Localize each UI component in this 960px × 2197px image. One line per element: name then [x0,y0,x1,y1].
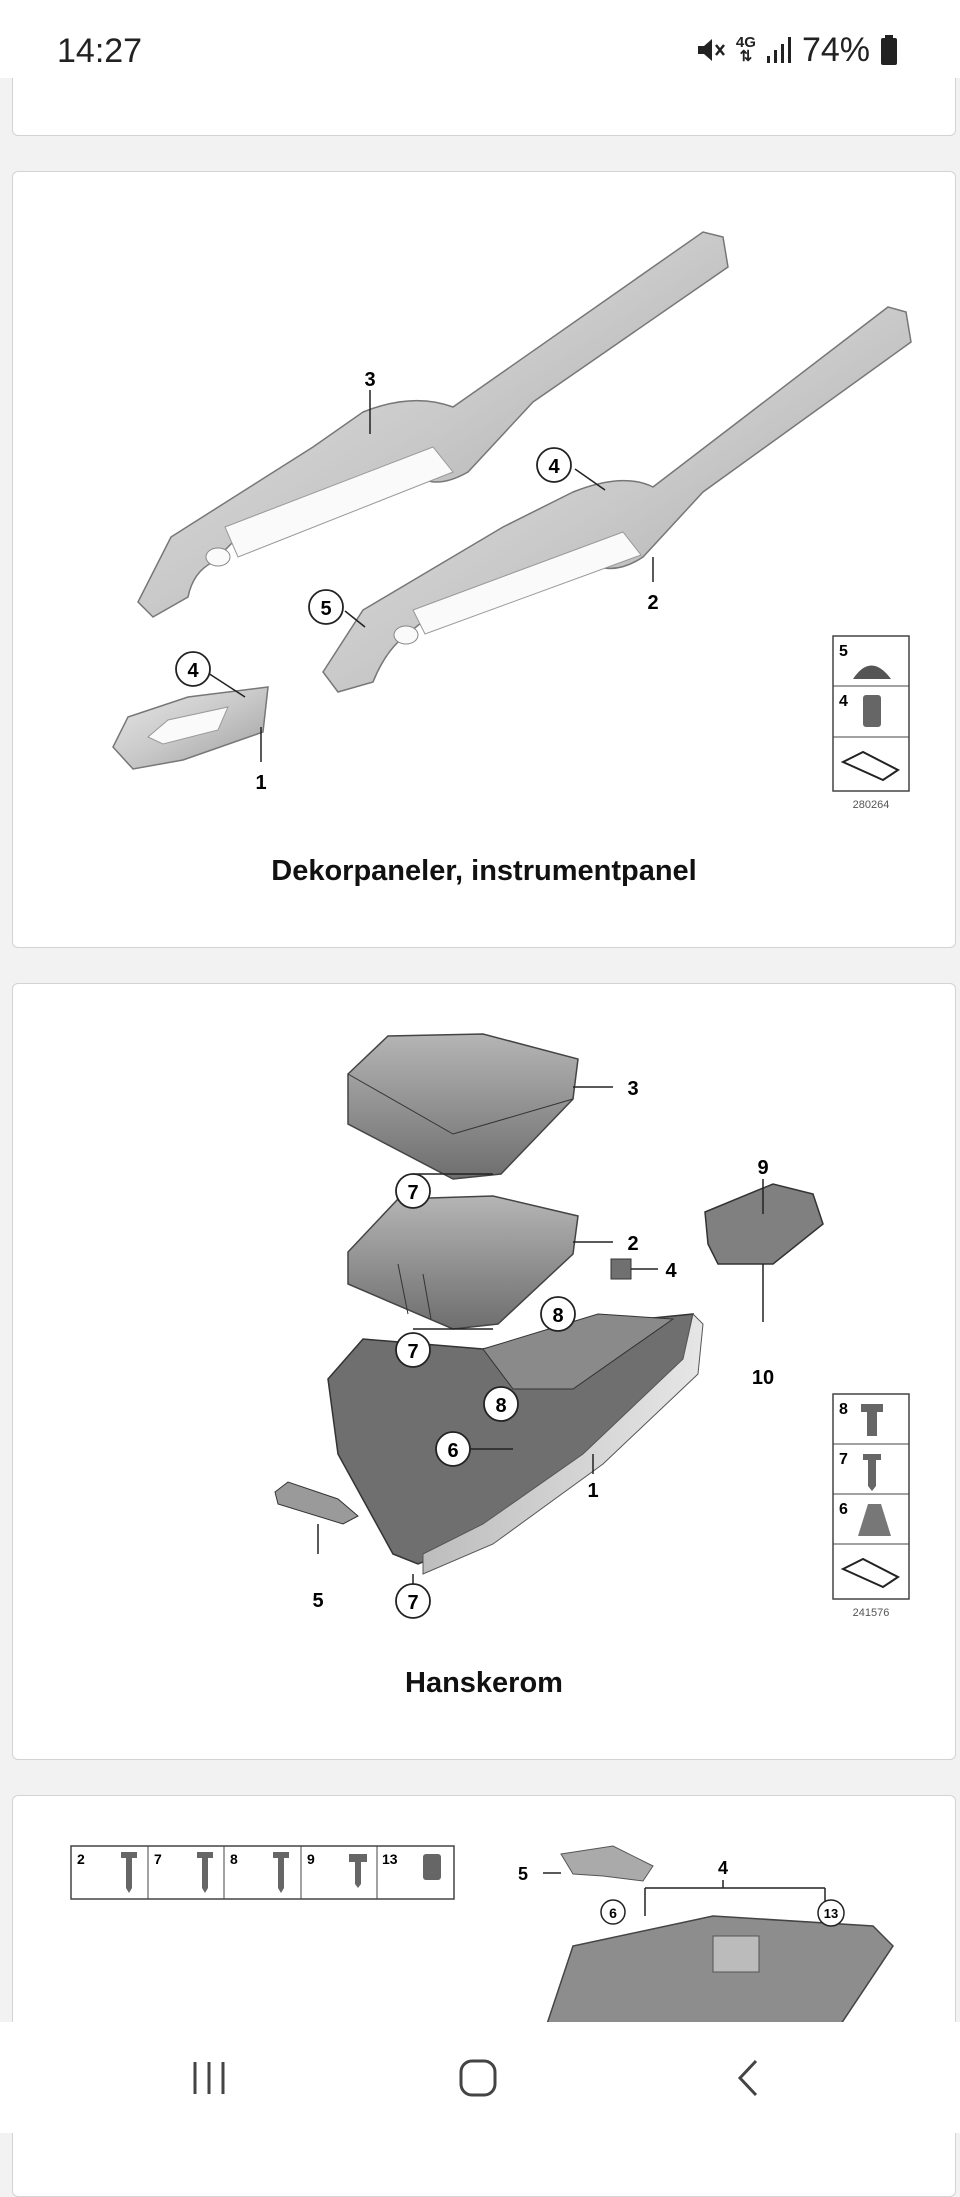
callout-7c: 7 [407,1592,418,1614]
parts-diagram-hanskerom[interactable]: 3 7 2 8 4 7 8 6 1 5 7 9 10 8 7 6 [13,984,955,1674]
trim-panel-1 [112,686,269,770]
leader-lines [207,390,654,762]
legend-label-5: 5 [839,643,848,660]
battery-icon [881,35,897,65]
cap-icon [853,665,891,679]
bolt-icon [861,1404,883,1436]
callout-3: 3 [627,1078,638,1100]
legend-label-6: 6 [839,1501,848,1518]
screw-icon [863,1454,881,1491]
clip-icon [863,695,881,727]
trim-panel-3 [137,231,729,618]
diagram-code: 241576 [853,1607,890,1619]
callout-13-circle [817,1899,845,1927]
parts-card-dekorpaneler[interactable]: 3 4 5 4 2 1 5 4 280264 Dekorpaneler, ins… [12,171,956,948]
tool-icon [840,750,900,782]
callout-7b: 7 [407,1341,418,1363]
screw-icon [197,1852,213,1893]
parts-legend-box: 5 4 280264 [832,635,910,811]
callout-7a: 7 [407,1182,418,1204]
callout-10: 10 [752,1367,774,1389]
callout-4: 4 [718,1858,728,1878]
bracket-9 [704,1183,824,1265]
callout-6-circle [435,1431,471,1467]
callout-6: 6 [609,1905,617,1921]
parts-strip: 2 7 8 9 13 [70,1845,455,1900]
status-icons: 4G ⇅ 74% [694,30,898,70]
navigation-bar [0,2022,960,2133]
callout-1: 1 [587,1480,598,1502]
strip-label-8: 8 [230,1851,238,1867]
screw-icon [121,1852,137,1893]
card-caption: Dekorpaneler, instrumentpanel [271,855,697,887]
card-caption: Hanskerom [405,1667,563,1699]
home-icon[interactable] [458,2058,498,2098]
callout-5-circle [308,589,344,625]
clip-part-4 [610,1258,632,1280]
parts-card-hanskerom[interactable]: 3 7 2 8 4 7 8 6 1 5 7 9 10 8 7 6 [12,983,956,1760]
callout-9: 9 [757,1157,768,1179]
callout-8a-circle [540,1296,576,1332]
battery-percent: 74% [801,30,870,69]
trim-panel-2 [322,306,912,693]
strip-label-9: 9 [307,1851,315,1867]
strip-label-7: 7 [154,1851,162,1867]
callout-7c-circle [395,1583,431,1619]
parts-diagram-partial[interactable]: 2 7 8 9 13 4 5 6 13 [13,1796,955,2026]
glovebox-insert-2 [347,1195,579,1330]
network-4g-icon: 4G ⇅ [735,34,756,65]
latch-part-5 [274,1481,359,1525]
strip-label-2: 2 [77,1851,85,1867]
callout-7a-circle [395,1173,431,1209]
callout-6-circle [600,1899,626,1925]
callout-4: 4 [548,456,560,478]
callout-7b-circle [395,1332,431,1368]
callout-8b-circle [483,1386,519,1422]
callout-8a: 8 [552,1305,563,1327]
tool-icon [840,1557,900,1589]
status-bar: 14:27 4G ⇅ 74% [0,0,960,78]
back-icon[interactable] [728,2058,768,2098]
leader-lines [543,1872,826,1916]
legend-label-4: 4 [839,693,848,710]
strip-label-13: 13 [382,1851,398,1867]
glovebox-cover-3 [347,1033,579,1180]
signal-icon [766,37,791,63]
grommet-icon [858,1504,891,1536]
parts-legend-box: 8 7 6 241576 [832,1393,910,1619]
callout-5: 5 [518,1864,528,1884]
callout-4-circle [536,447,572,483]
screw-icon [273,1852,289,1893]
callout-13: 13 [824,1906,838,1921]
parts-diagram-dekorpaneler[interactable]: 3 4 5 4 2 1 5 4 280264 [13,172,955,852]
callout-1: 1 [255,772,266,794]
glovebox-housing-1 [327,1313,704,1575]
legend-label-7: 7 [839,1451,848,1468]
callout-4b-circle [175,651,211,687]
recent-apps-icon[interactable] [189,2058,229,2098]
legend-label-8: 8 [839,1401,848,1418]
callout-2: 2 [627,1233,638,1255]
callout-3: 3 [364,369,375,391]
callout-4b: 4 [187,660,199,682]
parts-card-partial[interactable]: 2 7 8 9 13 4 5 6 13 [12,1795,956,2197]
network-type: 4G [735,34,756,51]
status-time: 14:27 [57,32,143,70]
mute-icon [697,39,725,61]
clip-icon [423,1854,441,1880]
callout-4: 4 [665,1260,677,1282]
leader-lines [317,1086,764,1584]
callout-5: 5 [320,598,331,620]
dashboard-part-assembly [545,1845,894,2026]
callout-2: 2 [647,592,658,614]
diagram-code: 280264 [853,799,890,811]
screw-icon [349,1854,367,1888]
callout-6: 6 [447,1440,458,1462]
callout-5: 5 [312,1590,323,1612]
callout-8b: 8 [495,1395,506,1417]
